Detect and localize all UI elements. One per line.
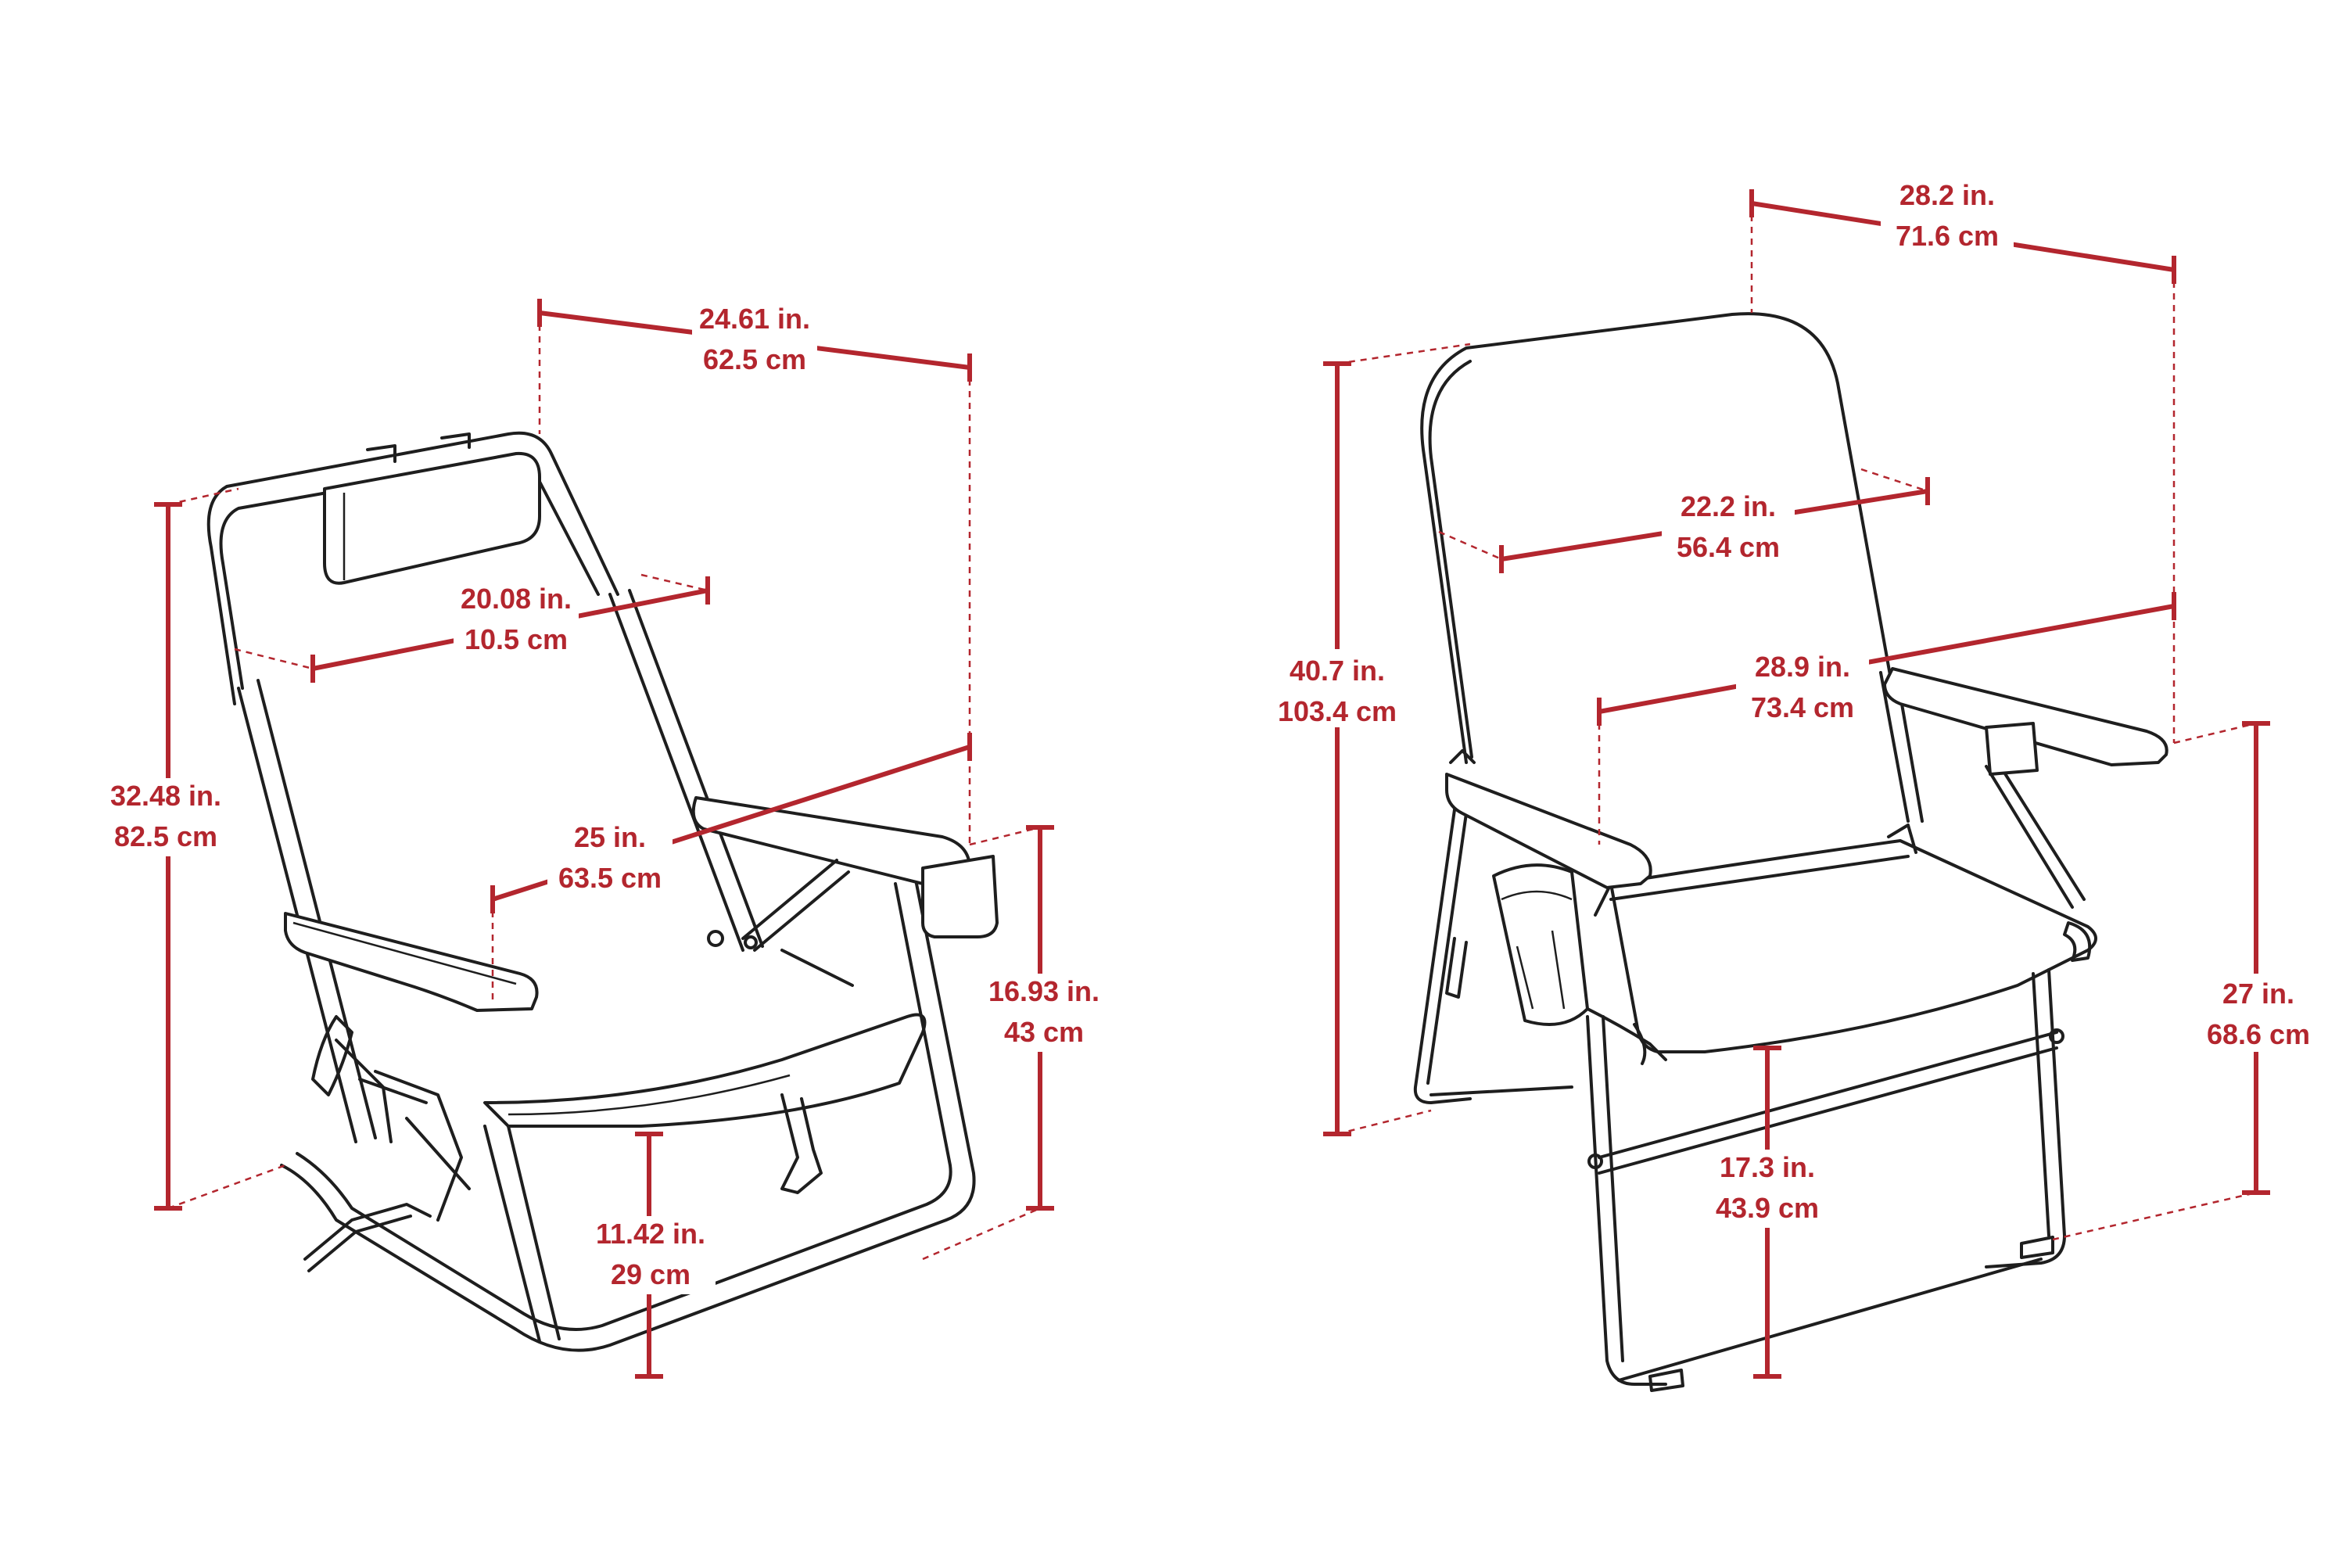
- left-height-inches: 32.48 in.: [110, 780, 221, 812]
- left-depth-inches: 24.61 in.: [699, 303, 810, 335]
- left-dimension-extension-lines: [167, 313, 1041, 1261]
- left-dimension-labels: 24.61 in. 62.5 cm 20.08 in. 10.5 cm 25 i…: [109, 301, 1107, 1294]
- right-height-inches: 40.7 in.: [1290, 655, 1385, 687]
- right-seat-height-inches: 17.3 in.: [1720, 1151, 1815, 1183]
- right-seat-width-line: [1598, 604, 2175, 714]
- right-depth-cm: 71.6 cm: [1896, 220, 1999, 252]
- left-depth-cm: 62.5 cm: [703, 343, 806, 375]
- left-arm-height-inches: 16.93 in.: [988, 975, 1099, 1007]
- left-back-width-inches: 20.08 in.: [461, 583, 572, 615]
- left-seat-width-cm: 63.5 cm: [558, 862, 662, 894]
- right-back-width-cm: 56.4 cm: [1677, 531, 1780, 563]
- right-arm-height-inches: 27 in.: [2222, 978, 2294, 1010]
- right-dimension-labels: 28.2 in. 71.6 cm 22.2 in. 56.4 cm 28.9 i…: [1263, 176, 2323, 1228]
- right-dimension-extension-lines: [1336, 203, 2257, 1241]
- left-height-cm: 82.5 cm: [114, 820, 217, 852]
- right-depth-inches: 28.2 in.: [1899, 179, 1995, 211]
- right-arm-height-cm: 68.6 cm: [2207, 1018, 2310, 1050]
- left-chair-drawing: [206, 431, 999, 1352]
- right-seat-height-cm: 43.9 cm: [1716, 1192, 1819, 1224]
- right-seat-width-cm: 73.4 cm: [1751, 691, 1854, 723]
- left-back-width-cm: 10.5 cm: [465, 623, 568, 655]
- left-seat-width-inches: 25 in.: [574, 821, 646, 853]
- right-back-width-inches: 22.2 in.: [1681, 490, 1776, 522]
- right-height-cm: 103.4 cm: [1278, 695, 1397, 727]
- right-seat-width-inches: 28.9 in.: [1755, 651, 1850, 683]
- left-seat-height-cm: 29 cm: [611, 1258, 691, 1290]
- right-chair-drawing: [1413, 312, 2168, 1392]
- left-seat-height-inches: 11.42 in.: [596, 1218, 705, 1250]
- left-arm-height-cm: 43 cm: [1004, 1016, 1084, 1048]
